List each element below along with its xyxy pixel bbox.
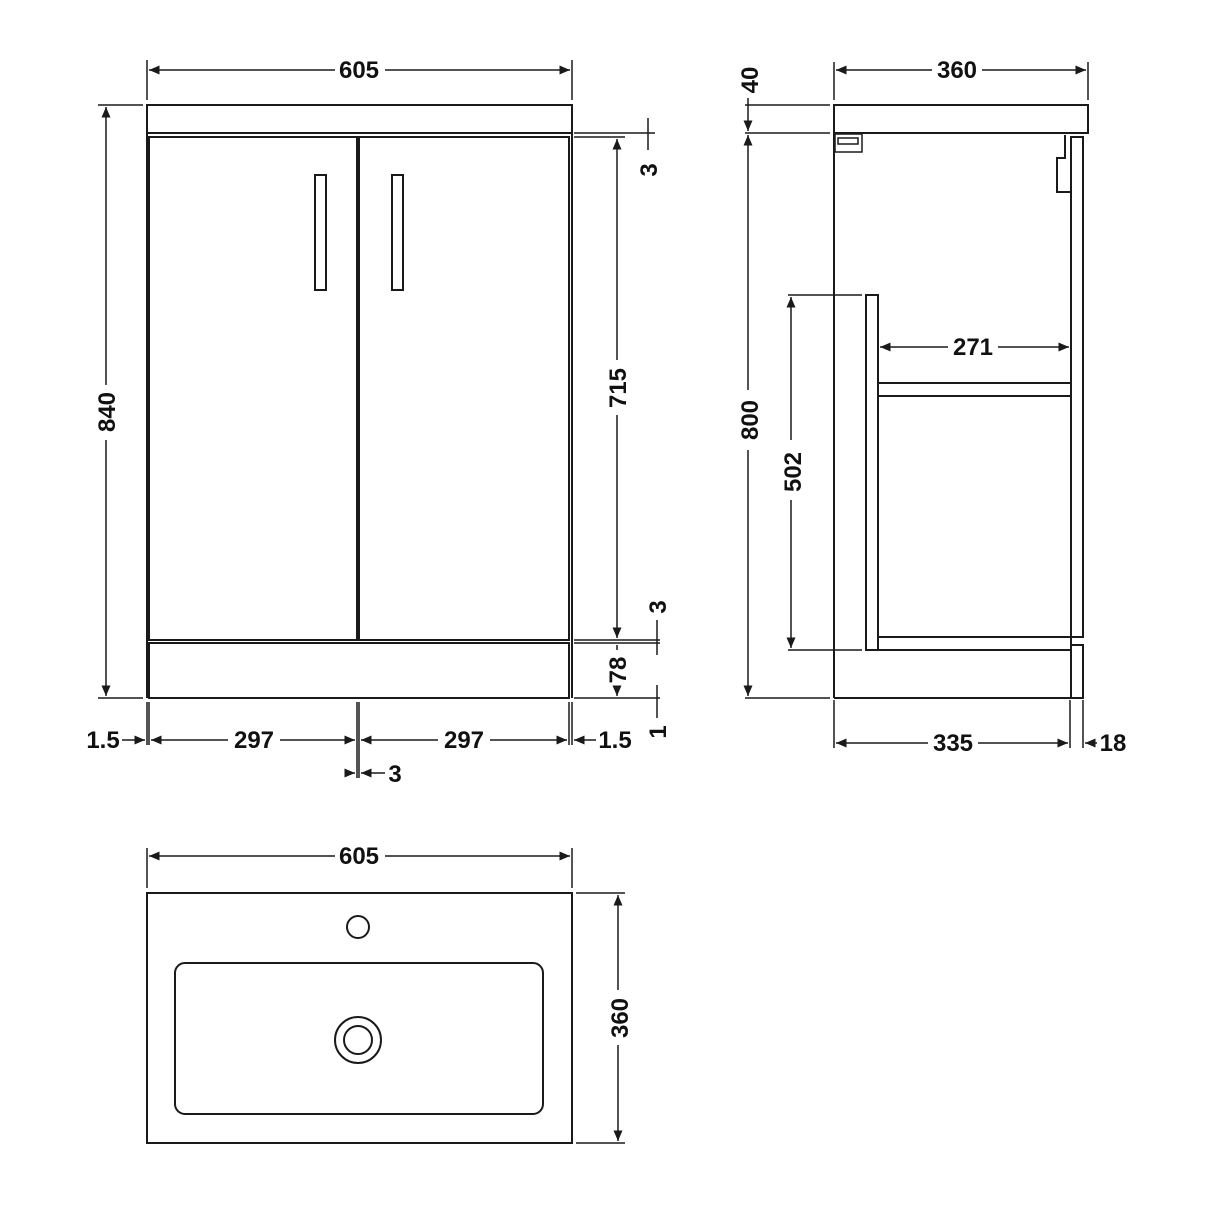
left-side-1-5: 1.5 [86,727,119,754]
side-door [1070,136,1084,638]
plan-width-605: 605 [339,843,379,870]
plan-view: 605 360 [146,843,634,1144]
shelf [877,382,1072,397]
side-depth-360: 360 [937,57,977,84]
side-view: 360 40 800 502 271 335 18 [737,57,1126,757]
waste-outer [334,1016,382,1064]
left-door-handle [314,174,327,291]
plinth [148,642,570,699]
front-view: 605 840 715 3 3 78 1 [86,57,672,788]
left-door [148,136,358,641]
front-height-840: 840 [94,392,121,432]
right-door-handle [391,174,404,291]
basin-bowl [174,962,544,1115]
front-width-605: 605 [339,57,379,84]
basin-thickness-40: 40 [737,67,764,94]
plinth-height-78: 78 [605,657,632,684]
plan-depth-360: 360 [607,998,634,1038]
waste-inner [343,1025,373,1055]
basin-top [146,104,573,134]
right-door [358,136,570,641]
door-height-715: 715 [605,368,632,408]
body-height-800: 800 [737,400,764,440]
right-side-1-5: 1.5 [598,727,631,754]
floor-gap-1: 1 [645,725,672,738]
base-shelf [877,636,1072,651]
door-thickness-18: 18 [1100,730,1127,757]
left-door-width-297: 297 [234,727,274,754]
side-plinth [1070,644,1084,699]
shelf-depth-271: 271 [953,334,993,361]
right-door-width-297: 297 [444,727,484,754]
top-gap-3: 3 [636,163,663,176]
tap-hole [346,915,370,939]
basin-outline [146,892,573,1144]
carcass-depth-335: 335 [933,730,973,757]
side-basin-top [833,104,1089,134]
door-gap-3: 3 [388,761,401,788]
side-panel [865,294,879,651]
bottom-gap-3: 3 [645,600,672,613]
shelf-height-502: 502 [780,452,807,492]
